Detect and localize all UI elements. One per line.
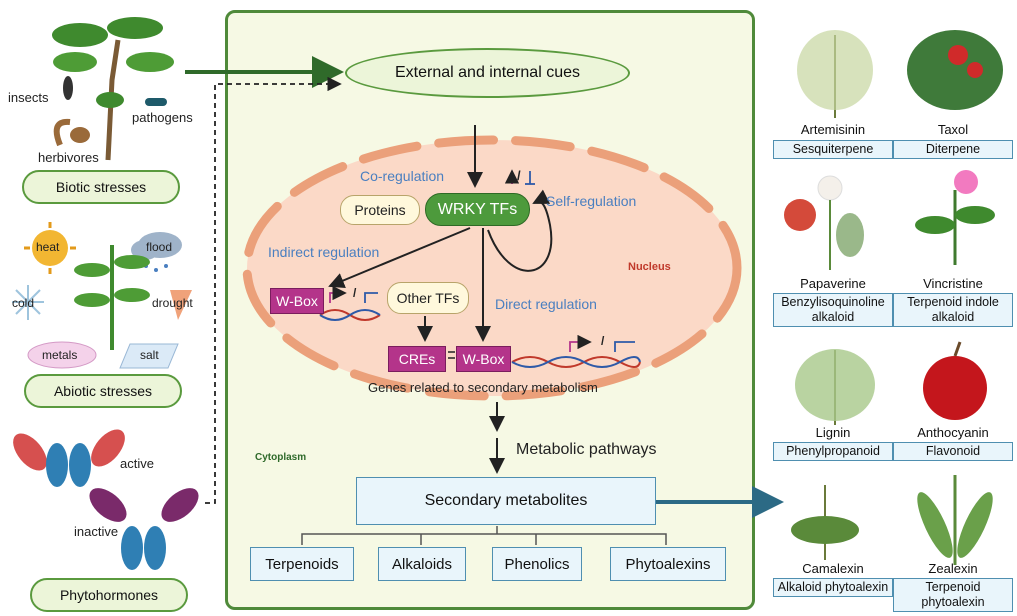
product-alkaloids: Alkaloids bbox=[378, 547, 466, 581]
plant-name-anthocyanin: Anthocyanin bbox=[917, 425, 989, 440]
plant-name-artemisinin: Artemisinin bbox=[800, 122, 866, 137]
indirect-regulation-label: Indirect regulation bbox=[268, 244, 380, 260]
metals-label: metals bbox=[42, 348, 78, 362]
drought-label: drought bbox=[152, 296, 193, 310]
plant-class-lignin: Phenylpropanoid bbox=[773, 442, 893, 461]
plant-class-vincristine: Terpenoid indole alkaloid bbox=[893, 293, 1013, 327]
proteins-box: Proteins bbox=[340, 195, 420, 225]
herbivores-label: herbivores bbox=[38, 150, 99, 165]
active-label: active bbox=[120, 456, 154, 471]
wrky-tfs-box: WRKY TFs bbox=[425, 193, 530, 226]
w-box-direct: W-Box bbox=[456, 346, 511, 372]
plant-name-papaverine: Papaverine bbox=[800, 276, 866, 291]
cres-box: CREs bbox=[388, 346, 446, 372]
plant-class-papaverine: Benzylisoquinoline alkaloid bbox=[773, 293, 893, 327]
plant-class-artemisinin: Sesquiterpene bbox=[773, 140, 893, 159]
heat-label: heat bbox=[36, 240, 60, 254]
product-phenolics: Phenolics bbox=[492, 547, 582, 581]
pathogens-label: pathogens bbox=[132, 110, 193, 125]
plant-name-zealexin: Zealexin bbox=[928, 561, 978, 576]
w-box-indirect: W-Box bbox=[270, 288, 324, 314]
promoter-separator-1: / bbox=[353, 286, 357, 300]
inactive-label: inactive bbox=[74, 524, 119, 539]
insects-label: insects bbox=[8, 90, 49, 105]
cues-ellipse: External and internal cues bbox=[345, 48, 630, 98]
biotic-stresses-pill: Biotic stresses bbox=[22, 170, 180, 204]
self-regulation-label: Self-regulation bbox=[546, 193, 637, 209]
plant-class-taxol: Diterpene bbox=[893, 140, 1013, 159]
secondary-metabolites-box: Secondary metabolites bbox=[356, 477, 656, 525]
plant-class-camalexin: Alkaloid phytoalexin bbox=[773, 578, 893, 597]
genes-label: Genes related to secondary metabolism bbox=[368, 380, 598, 395]
co-regulation-label: Co-regulation bbox=[360, 168, 445, 184]
direct-regulation-label: Direct regulation bbox=[495, 296, 597, 312]
flood-label: flood bbox=[146, 240, 173, 254]
self-symbol-separator: / bbox=[517, 168, 521, 183]
product-terpenoids: Terpenoids bbox=[250, 547, 354, 581]
nucleus-label: Nucleus bbox=[628, 261, 671, 273]
metabolic-pathways-label: Metabolic pathways bbox=[516, 441, 657, 458]
phytohormones-pill: Phytohormones bbox=[30, 578, 188, 612]
abiotic-stresses-pill: Abiotic stresses bbox=[24, 374, 182, 408]
plant-class-anthocyanin: Flavonoid bbox=[893, 442, 1013, 461]
cytoplasm-label: Cytoplasm bbox=[255, 452, 307, 463]
plant-name-camalexin: Camalexin bbox=[802, 561, 864, 576]
other-tfs-box: Other TFs bbox=[387, 282, 469, 314]
product-phytoalexins: Phytoalexins bbox=[610, 547, 726, 581]
salt-label: salt bbox=[140, 348, 159, 362]
plant-name-vincristine: Vincristine bbox=[923, 276, 983, 291]
plant-name-lignin: Lignin bbox=[815, 425, 851, 440]
plant-name-taxol: Taxol bbox=[937, 122, 969, 137]
plant-class-zealexin: Terpenoid phytoalexin bbox=[893, 578, 1013, 612]
promoter-separator-2: / bbox=[601, 334, 605, 348]
cold-label: cold bbox=[12, 296, 35, 310]
